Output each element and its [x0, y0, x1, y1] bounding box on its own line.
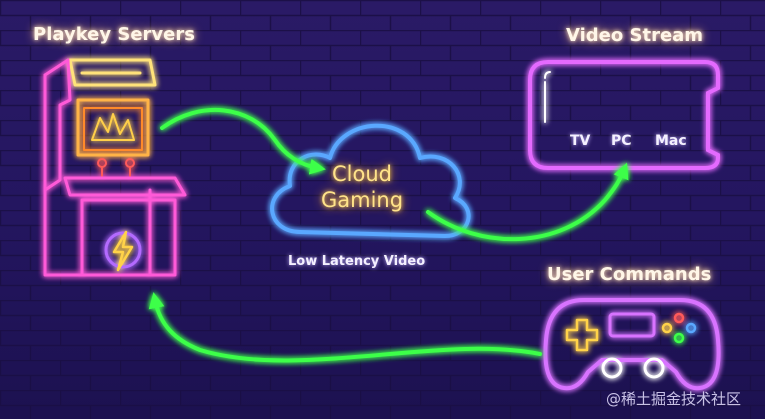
arrow-servers-to-cloud: [160, 107, 326, 175]
arcade-cabinet-icon: [43, 58, 187, 277]
servers-title: Playkey Servers: [33, 24, 195, 45]
device-tv-label: TV: [570, 133, 591, 149]
arrow-cloud-to-stream: [426, 162, 629, 242]
stream-title: Video Stream: [566, 25, 704, 46]
arrow-commands-to-servers: [148, 292, 542, 363]
cloud-label-line2: Gaming: [321, 188, 404, 212]
monitor-screen-icon: [528, 60, 720, 170]
cloud-label-line1: Cloud: [332, 162, 392, 186]
device-pc-label: PC: [611, 133, 632, 149]
cloud-icon: [270, 123, 471, 238]
device-mac-label: Mac: [655, 133, 687, 149]
gamepad-icon: [543, 298, 721, 391]
commands-title: User Commands: [547, 264, 712, 285]
latency-label: Low Latency Video: [288, 254, 426, 269]
watermark: @稀土掘金技术社区: [606, 390, 742, 408]
